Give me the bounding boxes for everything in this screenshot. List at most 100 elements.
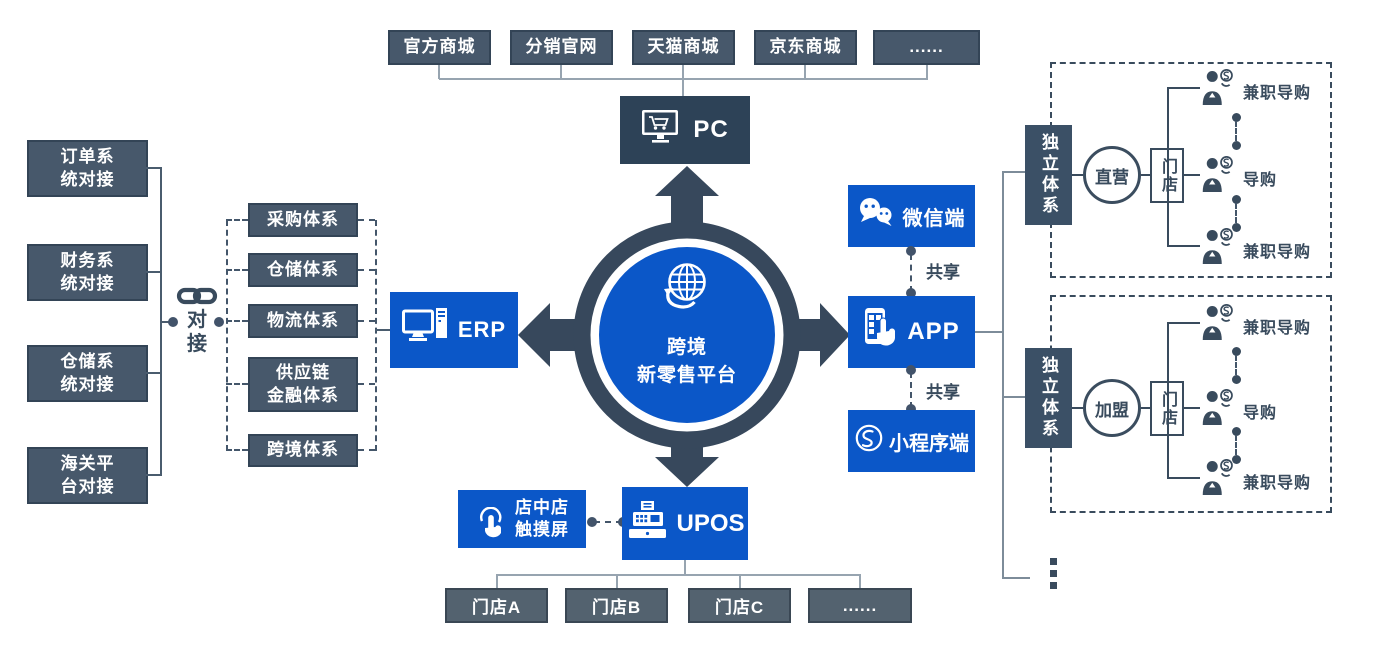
- bottom-tree-stub: [496, 574, 498, 588]
- erp-bracket-stub: [358, 219, 375, 221]
- staff-stub: [1184, 174, 1200, 176]
- pc-node: PC: [620, 96, 750, 164]
- staff-bracket: [1167, 322, 1169, 479]
- independent-system-bar-direct: 独立体系: [1025, 125, 1072, 225]
- erp-module-label: 物流体系: [267, 310, 339, 330]
- touch-screen-icon: [475, 485, 507, 553]
- share-dot: [906, 365, 916, 375]
- independent-system-bar-franchise: 独立体系: [1025, 348, 1072, 448]
- miniprogram-label: 小程序端: [889, 432, 969, 455]
- left-tree-stub: [146, 271, 160, 273]
- mode-circle-direct: 直营: [1083, 146, 1141, 204]
- erp-module-warehouse: 仓储体系: [248, 253, 358, 287]
- trunk-branch-top: [1002, 171, 1025, 173]
- app-trunk-line: [975, 331, 1003, 333]
- erp-link-line: [375, 329, 390, 331]
- clerk-coin-icon: [1200, 388, 1234, 431]
- globe-sync-icon: [657, 256, 717, 321]
- staff-stub: [1167, 477, 1200, 479]
- left-tree-hub-line: [160, 321, 170, 323]
- staff-stub: [1167, 245, 1200, 247]
- top-tree-stub: [560, 65, 562, 79]
- top-tree-stub: [438, 65, 440, 79]
- upos-label: UPOS: [676, 509, 745, 537]
- share-label-bottom: 共享: [926, 383, 960, 402]
- channel-label: 天猫商城: [647, 37, 720, 57]
- staff-more-dash: [1235, 203, 1237, 223]
- share-dot: [906, 246, 916, 256]
- erp-module-crossborder: 跨境体系: [248, 434, 358, 467]
- app-label: APP: [907, 318, 960, 345]
- staff-label: 兼职导购: [1243, 475, 1312, 492]
- monitor-tower-icon: [401, 308, 450, 352]
- external-system-finance: 财务系 统对接: [27, 244, 148, 301]
- staff-more-dot: [1232, 375, 1241, 384]
- channel-label: 官方商城: [403, 37, 476, 57]
- mode-circle-franchise: 加盟: [1083, 379, 1141, 437]
- erp-node: ERP: [390, 292, 518, 368]
- wechat-label: 微信端: [902, 207, 966, 230]
- erp-module-logistics: 物流体系: [248, 304, 358, 338]
- share-dot: [906, 404, 916, 414]
- erp-bracket-stub: [358, 449, 375, 451]
- clerk-coin-icon: [1200, 303, 1234, 346]
- trunk-branch-mid: [1002, 396, 1025, 398]
- staff-more-dot: [1232, 195, 1241, 204]
- clerk-coin-icon: [1200, 155, 1234, 198]
- docking-dot-left: [168, 317, 178, 327]
- left-tree-stub: [146, 474, 160, 476]
- more-systems-dot: [1050, 582, 1057, 589]
- staff-label: 兼职导购: [1243, 320, 1312, 337]
- staff-stub: [1167, 87, 1200, 89]
- docking-dot-right: [214, 317, 224, 327]
- store-in-store-label: 店中店 触摸屏: [515, 497, 569, 539]
- more-systems-dot: [1050, 558, 1057, 565]
- wechat-icon: [858, 197, 896, 235]
- external-system-customs: 海关平 台对接: [27, 447, 148, 504]
- store-label: 门店A: [471, 598, 522, 617]
- erp-bracket-stub: [226, 320, 248, 322]
- staff-more-dash: [1235, 355, 1237, 375]
- touchscreen-upos-dashed: [594, 521, 622, 523]
- store-in-store-touchscreen-node: 店中店 触摸屏: [458, 490, 586, 548]
- bottom-tree-stub: [859, 574, 861, 588]
- cash-register-icon: [625, 500, 669, 547]
- erp-module-label: 供应链 金融体系: [267, 363, 339, 405]
- staff-label: 兼职导购: [1243, 244, 1312, 261]
- staff-more-dash: [1235, 435, 1237, 455]
- store-box-c: 门店C: [688, 588, 791, 623]
- channel-box-tmall: 天猫商城: [632, 30, 735, 65]
- monitor-cart-icon: [641, 109, 683, 152]
- app-node: APP: [848, 296, 975, 368]
- bottom-tree-stub: [739, 574, 741, 588]
- external-system-label: 海关平 台对接: [60, 454, 115, 496]
- group-line: [1072, 174, 1083, 176]
- staff-stub: [1167, 322, 1200, 324]
- erp-module-label: 采购体系: [267, 209, 339, 229]
- share-dashed-top: [910, 254, 912, 292]
- platform-title: 跨境 新零售平台: [636, 337, 737, 386]
- erp-bracket-right-dashed: [375, 220, 377, 451]
- external-system-warehouse: 仓储系 统对接: [27, 345, 148, 402]
- erp-bracket-stub: [226, 269, 248, 271]
- staff-label: 导购: [1243, 172, 1278, 189]
- store-label: 门店B: [591, 598, 642, 617]
- erp-bracket-left-dashed: [226, 220, 228, 451]
- mode-label: 加盟: [1095, 400, 1129, 420]
- channel-box-jd: 京东商城: [754, 30, 857, 65]
- erp-module-procurement: 采购体系: [248, 203, 358, 237]
- hub-ring-and-arrows: [518, 166, 850, 487]
- erp-bracket-stub: [226, 449, 248, 451]
- share-dashed-bottom: [910, 372, 912, 408]
- staff-more-dash: [1235, 121, 1237, 141]
- clerk-coin-icon: [1200, 68, 1234, 111]
- phone-touch-icon: [863, 307, 899, 358]
- staff-bracket: [1167, 87, 1169, 247]
- pc-label: PC: [693, 116, 729, 143]
- staff-more-dot: [1232, 223, 1241, 232]
- bottom-tree-hline: [496, 574, 861, 576]
- clerk-coin-icon: [1200, 458, 1234, 501]
- right-trunk-vline: [1002, 171, 1004, 579]
- channel-box-official-mall: 官方商城: [388, 30, 491, 65]
